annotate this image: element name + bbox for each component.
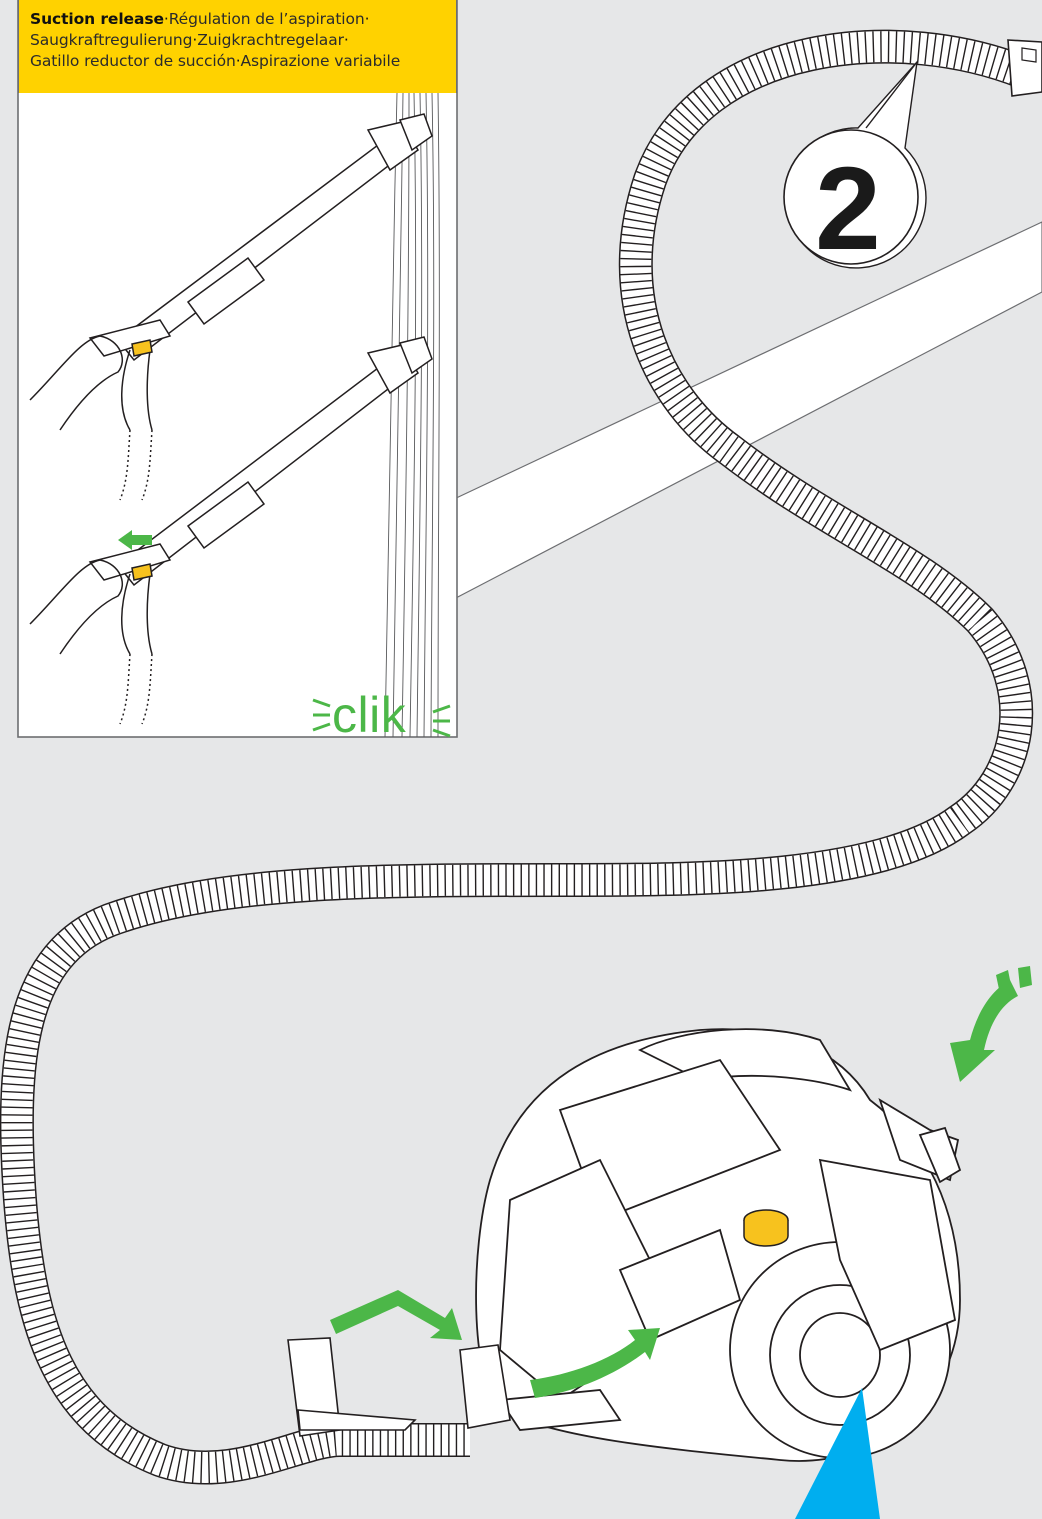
hand-upper	[29, 335, 123, 431]
curtain	[384, 92, 440, 738]
inset-translation-de: Saugkraftregulierung	[30, 31, 193, 49]
blue-pointer	[795, 1388, 880, 1519]
hose	[0, 29, 1037, 1485]
push-connect-arrow	[330, 1290, 462, 1340]
green-arrows	[330, 966, 1032, 1398]
hand-lower	[29, 559, 123, 655]
wand-lower	[88, 336, 433, 725]
inset-header: Suction release·Régulation de l’aspirati…	[18, 0, 457, 93]
step-number-bubble	[783, 59, 927, 269]
hose-connector	[287, 1337, 511, 1437]
rotate-arrow	[530, 1328, 660, 1398]
power-button-side	[743, 1220, 789, 1247]
click-sound-label: clik	[332, 687, 407, 743]
attach-arrow-dash-1	[996, 970, 1012, 994]
inset-panel	[17, 0, 458, 738]
slide-left-arrow	[118, 530, 152, 550]
inset-translation-es: Gatillo reductor de succión	[30, 52, 236, 70]
hose-end-cuff	[1007, 39, 1042, 97]
attach-arrow	[950, 980, 1018, 1082]
inset-title: Suction release	[30, 10, 164, 28]
inset-translation-it: Aspirazione variabile	[240, 52, 401, 70]
callout-wedge	[451, 221, 1042, 601]
inset-translation-fr: Régulation de l’aspiration	[168, 10, 365, 28]
inset-translation-nl: Zuigkrachtregelaar	[197, 31, 344, 49]
wand-upper	[88, 113, 433, 501]
step-number: 2	[815, 143, 881, 275]
vacuum-body	[475, 1028, 962, 1462]
click-sound-marks	[312, 698, 451, 738]
attach-arrow-dash-2	[1018, 966, 1032, 988]
